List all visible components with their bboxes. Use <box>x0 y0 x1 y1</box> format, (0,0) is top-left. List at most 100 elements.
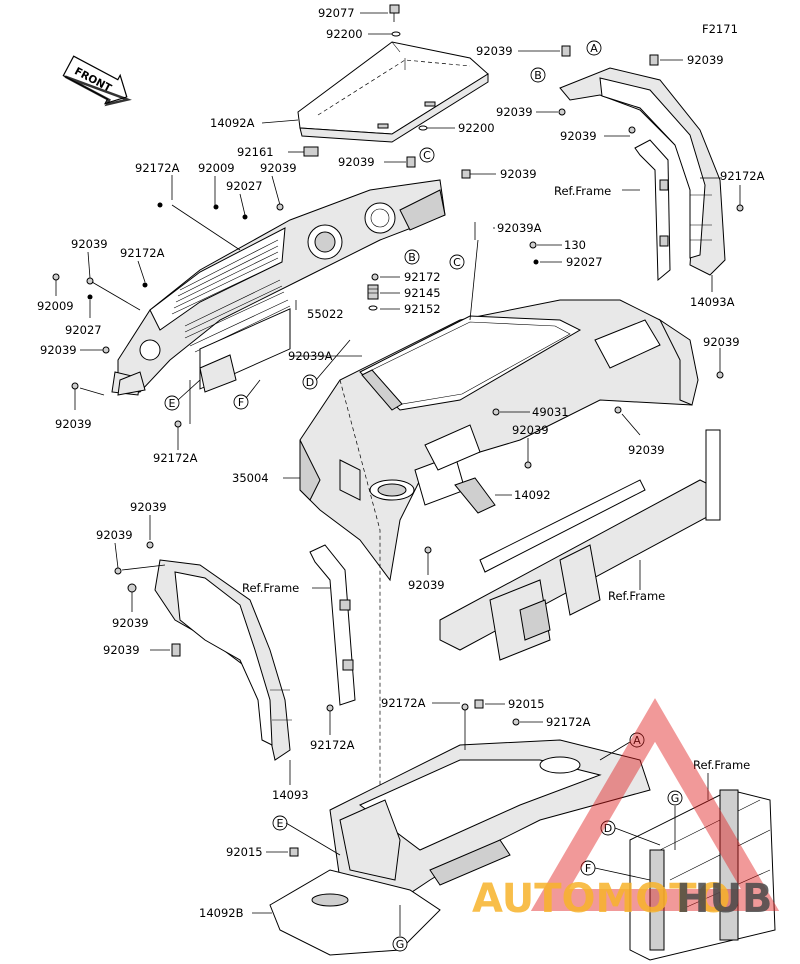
label-92039-r2: 92039 <box>628 443 665 457</box>
svg-text:G: G <box>396 938 405 951</box>
svg-text:D: D <box>306 376 314 389</box>
label-ref-frame-4: Ref.Frame <box>693 758 750 772</box>
label-92039-left1: 92039 <box>71 237 108 251</box>
callout-b-top: B <box>530 67 546 83</box>
dashboard-main-35004 <box>299 299 699 920</box>
label-92027-2: 92027 <box>65 323 102 337</box>
label-92039-top: 92039 <box>338 155 375 169</box>
label-92039-r1: 92039 <box>703 335 740 349</box>
svg-text:G: G <box>671 792 680 805</box>
label-92172A-r: 92172A <box>720 169 765 183</box>
callout-f-mid: F <box>233 394 249 410</box>
label-92039-rack3: 92039 <box>496 105 533 119</box>
svg-text:F: F <box>585 862 591 875</box>
callout-g-right: G <box>667 790 683 806</box>
label-92039A-2: 92039A <box>497 221 542 235</box>
rear-fender-14093A <box>559 67 726 276</box>
label-92039-fl1: 92039 <box>130 500 167 514</box>
fender-left-14093 <box>154 559 292 761</box>
label-92039-tr: 92039 <box>500 167 537 181</box>
svg-text:A: A <box>590 42 598 55</box>
svg-text:E: E <box>169 397 176 410</box>
label-92039-fl4: 92039 <box>103 643 140 657</box>
label-ref-frame-3: Ref.Frame <box>242 581 299 595</box>
label-14092B: 14092B <box>199 906 244 920</box>
callout-b-mid: B <box>404 249 420 265</box>
label-92161: 92161 <box>237 145 274 159</box>
label-92172A-4: 92172A <box>310 738 355 752</box>
callout-c-top: C <box>419 147 435 163</box>
svg-text:C: C <box>423 149 431 162</box>
label-92200-b: 92200 <box>458 121 495 135</box>
front-arrow-icon: FRONT <box>62 55 132 107</box>
label-92009-2: 92009 <box>37 299 74 313</box>
svg-text:AUTOMOTO: AUTOMOTO <box>472 876 731 922</box>
label-92172A-5: 92172A <box>381 696 426 710</box>
svg-text:B: B <box>408 251 416 264</box>
frame-mid-right <box>439 429 721 661</box>
label-92039-low1: 92039 <box>408 578 445 592</box>
label-92039-left2: 92039 <box>40 343 77 357</box>
svg-text:B: B <box>534 69 542 82</box>
svg-text:C: C <box>453 256 461 269</box>
callout-g-low: G <box>392 936 408 952</box>
fastener-stack <box>367 273 379 311</box>
label-14092A: 14092A <box>210 116 255 130</box>
label-92172A-6: 92172A <box>546 715 591 729</box>
label-92200-a: 92200 <box>326 27 363 41</box>
label-92027-3: 92027 <box>566 255 603 269</box>
label-92015-2: 92015 <box>226 845 263 859</box>
label-92039-left3: 92039 <box>55 417 92 431</box>
label-14092: 14092 <box>514 488 551 502</box>
label-35004: 35004 <box>232 471 269 485</box>
watermark-logo: AUTOMOTO HUB <box>472 698 780 922</box>
label-92039-rack4: 92039 <box>560 129 597 143</box>
bottom-cover-14092B <box>269 869 441 956</box>
label-92172A-3: 92172A <box>153 451 198 465</box>
label-49031: 49031 <box>532 405 569 419</box>
label-130: 130 <box>564 238 586 252</box>
label-92145: 92145 <box>404 286 441 300</box>
pad-92161 <box>303 146 319 157</box>
label-92172: 92172 <box>404 270 441 284</box>
label-ref-frame-2: Ref.Frame <box>608 589 665 603</box>
top-cover-14092A <box>297 41 489 143</box>
frame-post-top <box>634 139 671 282</box>
label-92039-rack2: 92039 <box>687 53 724 67</box>
label-92039-rack1: 92039 <box>476 44 513 58</box>
callout-a-top: A <box>586 40 602 56</box>
label-92172A-2: 92172A <box>120 246 165 260</box>
callout-a-low: A <box>629 732 645 748</box>
lower-bracket-left <box>117 354 237 396</box>
label-92172A-1: 92172A <box>135 161 180 175</box>
label-92039-fl3: 92039 <box>112 616 149 630</box>
label-ref-frame-1: Ref.Frame <box>554 184 611 198</box>
frame-bottom-right <box>629 789 776 961</box>
callout-d-mid: D <box>302 374 318 390</box>
label-92039-2: 92039 <box>260 161 297 175</box>
label-92027-1: 92027 <box>226 179 263 193</box>
label-92039-mid: 92039 <box>512 423 549 437</box>
figure-code: F2171 <box>702 22 738 36</box>
screw-92077 <box>389 4 400 22</box>
label-92077: 92077 <box>318 6 355 20</box>
label-55022: 55022 <box>307 307 344 321</box>
label-92015-1: 92015 <box>508 697 545 711</box>
frame-post-left <box>309 544 356 706</box>
svg-text:F: F <box>238 396 244 409</box>
svg-text:E: E <box>277 817 284 830</box>
svg-text:A: A <box>633 734 641 747</box>
label-92152: 92152 <box>404 302 441 316</box>
callout-e-mid: E <box>164 395 180 411</box>
floor-tray <box>329 739 651 901</box>
label-14093: 14093 <box>272 788 309 802</box>
svg-text:HUB: HUB <box>676 876 772 922</box>
callout-c-mid: C <box>449 254 465 270</box>
label-92039-fl2: 92039 <box>96 528 133 542</box>
dashboard-panel-55022 <box>111 179 446 396</box>
svg-text:D: D <box>604 822 612 835</box>
callout-e-low: E <box>272 815 288 831</box>
label-14093A: 14093A <box>690 295 735 309</box>
